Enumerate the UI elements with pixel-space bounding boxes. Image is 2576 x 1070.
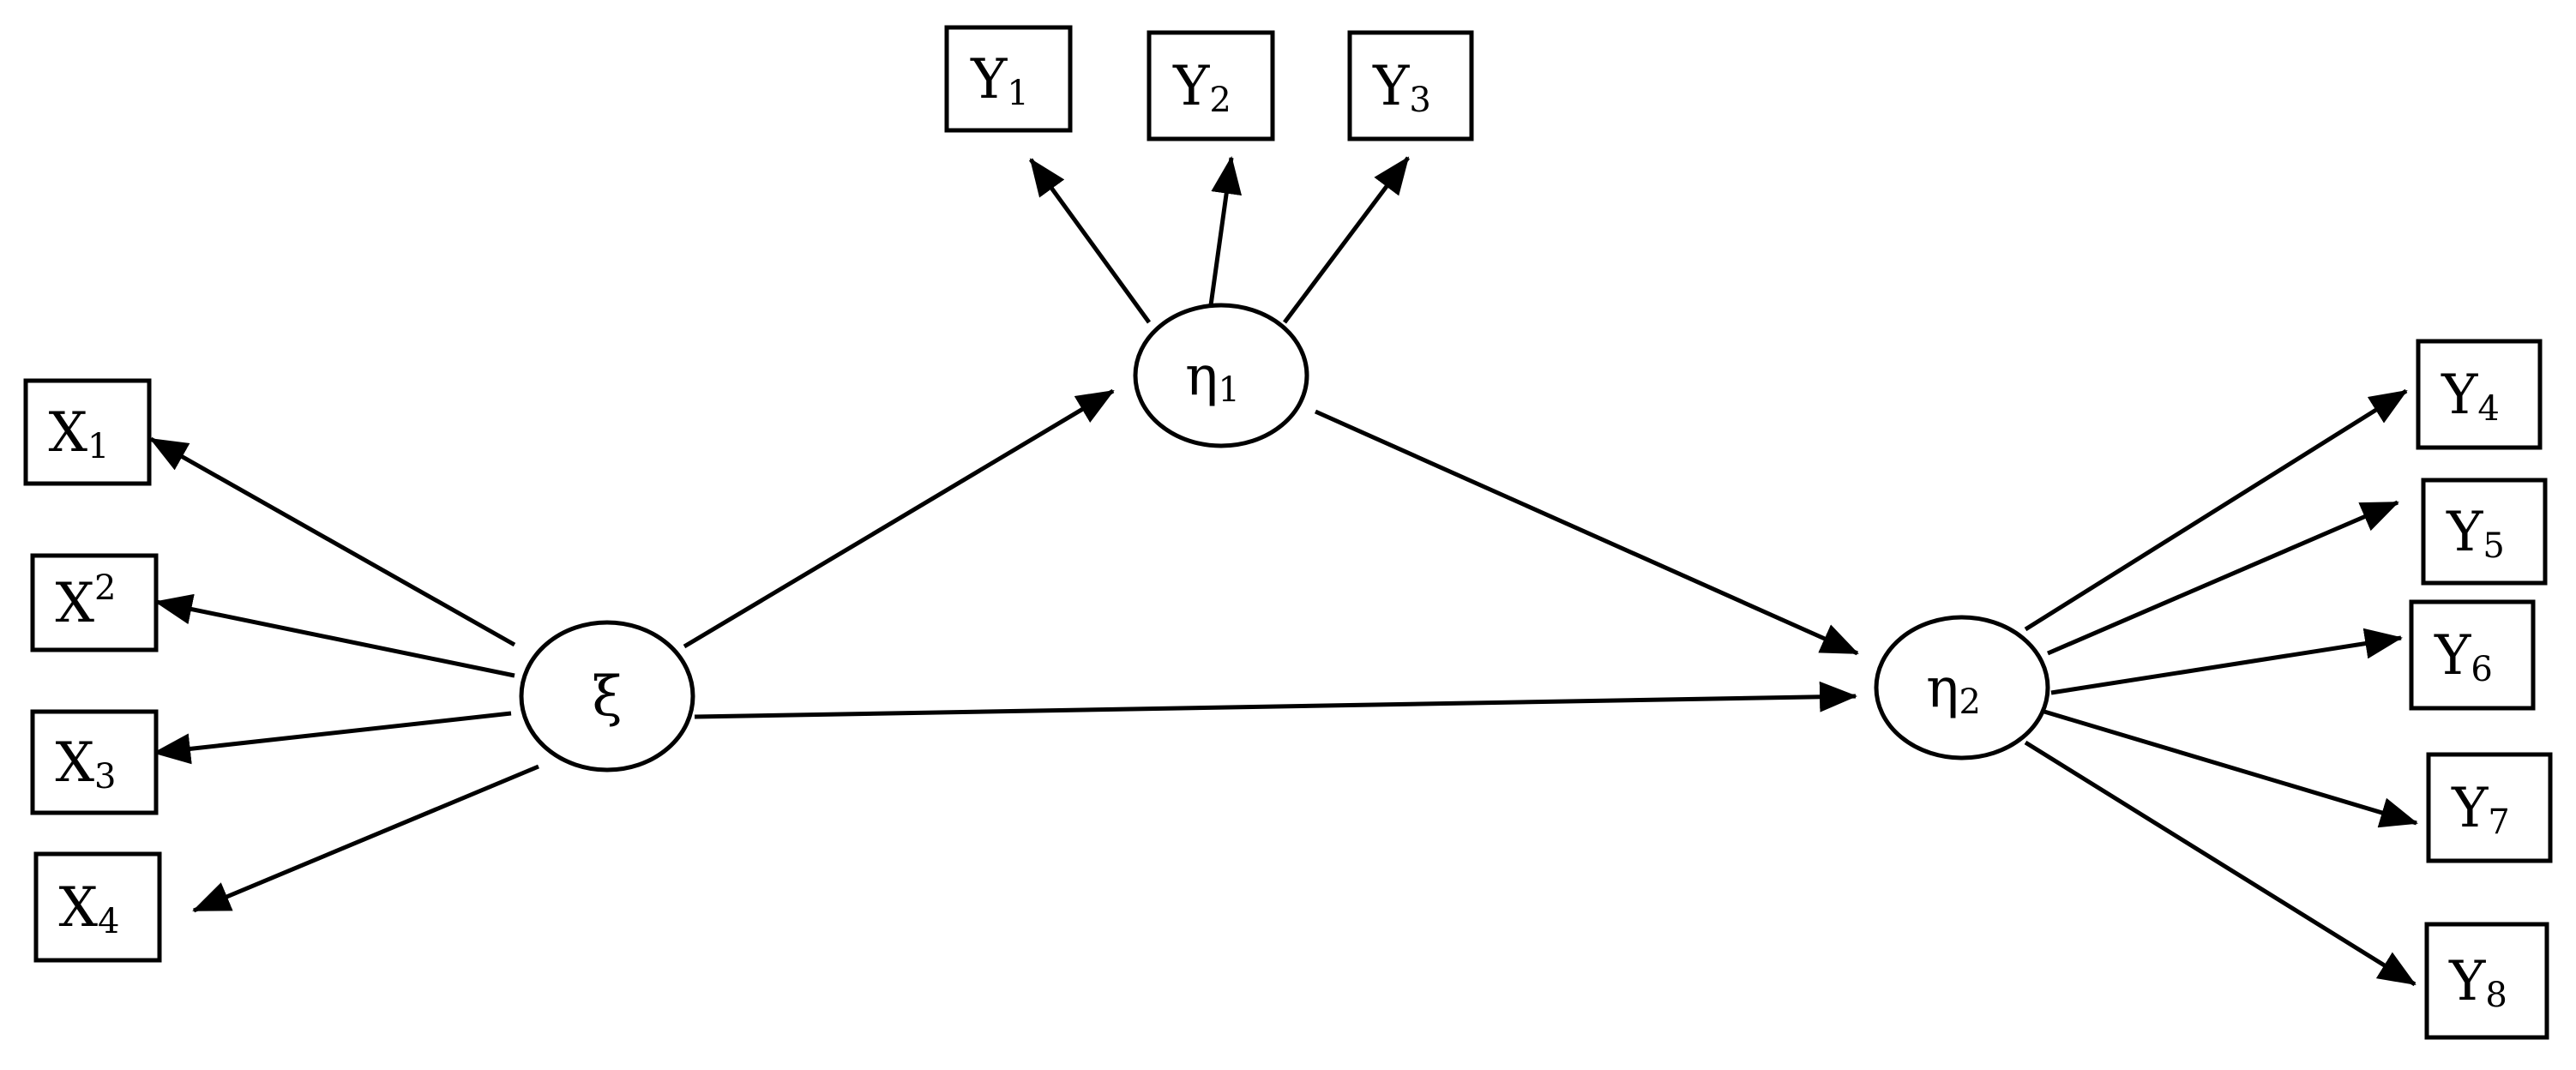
node-x3: X3 bbox=[30, 709, 159, 815]
arrow-eta2-y8 bbox=[2024, 740, 2417, 987]
arrow-eta2-y5 bbox=[2047, 500, 2399, 656]
node-subscript: 8 bbox=[2485, 976, 2507, 1015]
edges bbox=[149, 156, 2418, 987]
node-symbol: Y bbox=[2448, 950, 2486, 1013]
indicator-box bbox=[2416, 339, 2543, 450]
arrow-eta1-y2 bbox=[1208, 156, 1243, 306]
arrow-xi-x4 bbox=[192, 764, 539, 913]
node-y8: Y8 bbox=[2424, 922, 2549, 1040]
node-symbol: Y bbox=[2451, 777, 2489, 840]
node-symbol: Y bbox=[2441, 364, 2478, 427]
node-subscript: 5 bbox=[2483, 526, 2504, 566]
indicator-box bbox=[944, 25, 1073, 133]
arrow-xi-x3 bbox=[153, 711, 512, 765]
node-label: X3 bbox=[55, 731, 116, 796]
node-y1: Y1 bbox=[944, 25, 1073, 133]
node-subscript: 2 bbox=[1959, 682, 1980, 722]
indicator-box bbox=[2421, 478, 2548, 586]
arrow-xi-eta1 bbox=[683, 388, 1115, 649]
node-eta2: η2 bbox=[1874, 615, 2050, 760]
indicator-box bbox=[2409, 599, 2536, 711]
node-subscript: 7 bbox=[2488, 802, 2509, 842]
node-label: Y6 bbox=[2434, 624, 2493, 689]
node-label: X1 bbox=[48, 401, 109, 466]
node-subscript: 3 bbox=[94, 757, 116, 796]
node-label: Y3 bbox=[1372, 55, 1431, 120]
node-symbol: X bbox=[48, 401, 87, 465]
node-subscript: 3 bbox=[1409, 81, 1430, 120]
node-x2: X2 bbox=[30, 553, 159, 652]
node-subscript: 4 bbox=[98, 902, 119, 941]
node-symbol: X bbox=[55, 572, 94, 635]
node-label: Y1 bbox=[970, 48, 1029, 113]
indicator-box bbox=[1347, 30, 1474, 141]
node-symbol: Y bbox=[1172, 55, 1210, 118]
node-subscript: 1 bbox=[87, 427, 109, 466]
node-symbol: Y bbox=[2446, 501, 2483, 564]
node-y3: Y3 bbox=[1347, 30, 1474, 141]
node-subscript: 6 bbox=[2471, 650, 2492, 689]
node-label: η1 bbox=[1185, 345, 1240, 410]
indicator-box bbox=[30, 709, 159, 815]
node-label: Y2 bbox=[1172, 55, 1231, 120]
node-symbol: η bbox=[1185, 345, 1218, 408]
arrow-eta1-y3 bbox=[1283, 156, 1410, 324]
indicator-box bbox=[33, 851, 162, 963]
latent-variable-ellipse bbox=[519, 620, 695, 772]
node-symbol: η bbox=[1926, 657, 1959, 720]
arrow-xi-x2 bbox=[154, 593, 515, 678]
node-symbol: Y bbox=[970, 48, 1008, 111]
node-label: X4 bbox=[58, 876, 119, 941]
indicator-box bbox=[2424, 922, 2549, 1040]
arrow-eta2-y4 bbox=[2024, 388, 2408, 632]
node-xi: ξ bbox=[519, 620, 695, 772]
node-x4: X4 bbox=[33, 851, 162, 963]
node-y4: Y4 bbox=[2416, 339, 2543, 450]
node-y5: Y5 bbox=[2421, 478, 2548, 586]
node-label: η2 bbox=[1926, 657, 1981, 722]
arrow-eta2-y7 bbox=[2043, 709, 2418, 828]
node-label: ξ bbox=[592, 665, 622, 729]
latent-variable-ellipse bbox=[1874, 615, 2050, 760]
node-symbol: X bbox=[55, 731, 94, 795]
node-y7: Y7 bbox=[2426, 752, 2553, 863]
latent-variable-ellipse bbox=[1133, 303, 1309, 448]
indicator-box bbox=[30, 553, 159, 652]
node-x1: X1 bbox=[23, 378, 152, 486]
arrow-eta1-y1 bbox=[1028, 158, 1152, 324]
node-label: X2 bbox=[55, 568, 116, 635]
node-label: Y8 bbox=[2448, 950, 2507, 1015]
node-subscript: 4 bbox=[2477, 389, 2499, 429]
node-eta1: η1 bbox=[1133, 303, 1309, 448]
arrow-xi-eta2 bbox=[694, 681, 1857, 719]
indicator-box bbox=[1147, 30, 1275, 141]
node-symbol: Y bbox=[2434, 624, 2471, 688]
node-symbol: ξ bbox=[592, 665, 622, 729]
indicator-box bbox=[2426, 752, 2553, 863]
node-y2: Y2 bbox=[1147, 30, 1275, 141]
node-subscript: 2 bbox=[1209, 81, 1231, 120]
arrow-eta1-eta2 bbox=[1314, 409, 1859, 656]
node-label: Y7 bbox=[2451, 777, 2510, 842]
node-label: Y5 bbox=[2446, 501, 2505, 566]
node-subscript: 1 bbox=[1007, 74, 1028, 113]
node-superscript: 2 bbox=[94, 568, 116, 608]
node-y6: Y6 bbox=[2409, 599, 2536, 711]
node-symbol: Y bbox=[1372, 55, 1410, 118]
arrow-xi-x1 bbox=[149, 436, 516, 647]
node-subscript: 1 bbox=[1218, 370, 1239, 410]
indicator-box bbox=[23, 378, 152, 486]
node-symbol: X bbox=[58, 876, 98, 940]
arrow-eta2-y6 bbox=[2050, 628, 2403, 695]
node-label: Y4 bbox=[2441, 364, 2500, 429]
